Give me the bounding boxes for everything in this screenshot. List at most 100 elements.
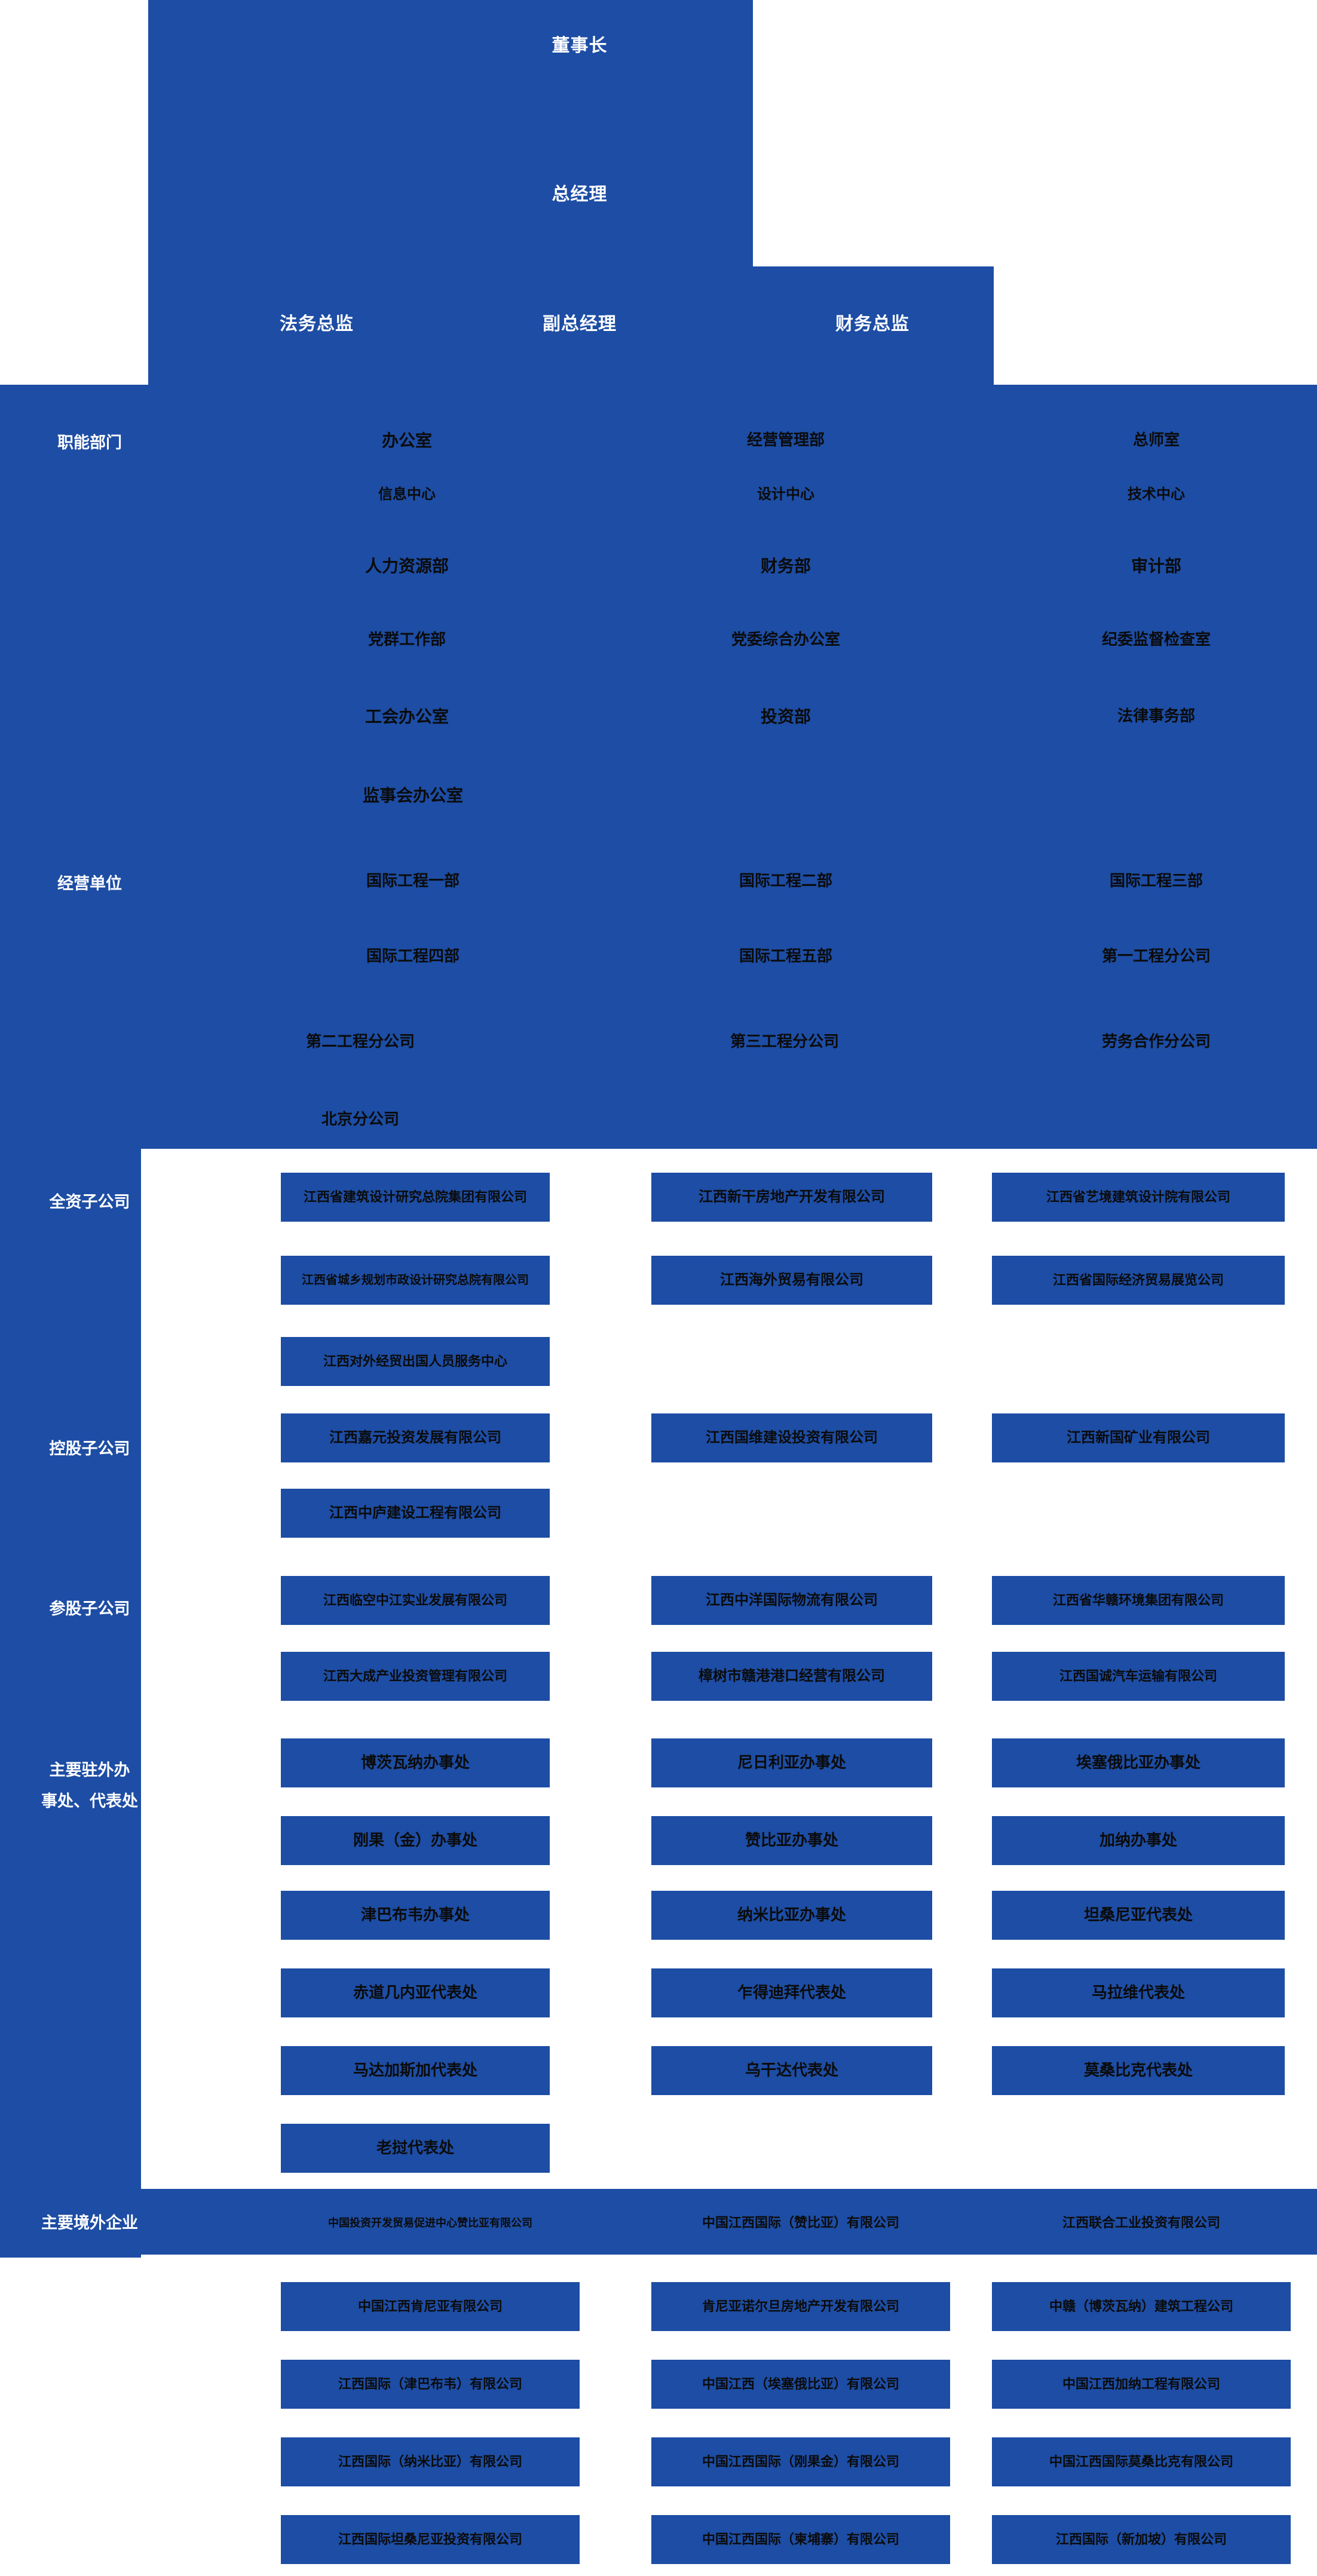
exec-general-manager[interactable]: 总经理 <box>552 185 608 204</box>
node-department[interactable]: 党委综合办公室 <box>687 628 884 651</box>
node-label: 江西国际（纳米比亚）有限公司 <box>338 2454 522 2470</box>
node-overseas-enterprise[interactable]: 江西国际（纳米比亚）有限公司 <box>281 2437 580 2486</box>
node-label: 江西国维建设投资有限公司 <box>706 1430 878 1446</box>
node-subsidiary[interactable]: 江西省艺境建筑设计院有限公司 <box>992 1173 1285 1222</box>
exec-legal-director[interactable]: 法务总监 <box>280 314 354 334</box>
node-participating-subsidiary[interactable]: 江西临空中江实业发展有限公司 <box>281 1576 550 1625</box>
node-department[interactable]: 办公室 <box>326 429 488 453</box>
node-overseas-enterprise[interactable]: 中国投资开发贸易促进中心赞比亚有限公司 <box>281 2204 580 2241</box>
node-overseas-office[interactable]: 博茨瓦纳办事处 <box>281 1738 550 1787</box>
node-controlled-subsidiary[interactable]: 江西中庐建设工程有限公司 <box>281 1489 550 1538</box>
node-overseas-enterprise[interactable]: 中国江西（埃塞俄比亚）有限公司 <box>651 2360 950 2409</box>
node-controlled-subsidiary[interactable]: 江西嘉元投资发展有限公司 <box>281 1413 550 1462</box>
node-label: 国际工程四部 <box>366 947 460 965</box>
node-participating-subsidiary[interactable]: 江西国诚汽车运输有限公司 <box>992 1652 1285 1701</box>
node-participating-subsidiary[interactable]: 江西中洋国际物流有限公司 <box>651 1576 932 1625</box>
node-controlled-subsidiary[interactable]: 江西国维建设投资有限公司 <box>651 1413 932 1462</box>
node-label: 北京分公司 <box>321 1110 399 1128</box>
node-overseas-office[interactable]: 赤道几内亚代表处 <box>281 1968 550 2017</box>
node-overseas-enterprise[interactable]: 江西国际坦桑尼亚投资有限公司 <box>281 2515 580 2564</box>
node-subsidiary[interactable]: 江西海外贸易有限公司 <box>651 1256 932 1305</box>
node-subsidiary[interactable]: 江西对外经贸出国人员服务中心 <box>281 1337 550 1386</box>
node-business-unit[interactable]: 第一工程分公司 <box>1070 945 1243 968</box>
exec-chairman[interactable]: 董事长 <box>552 36 608 56</box>
node-department[interactable]: 党群工作部 <box>326 628 488 651</box>
node-label: 法律事务部 <box>1117 707 1195 725</box>
node-overseas-enterprise[interactable]: 中国江西国际莫桑比克有限公司 <box>992 2437 1291 2486</box>
node-label: 尼日利亚办事处 <box>737 1753 846 1772</box>
node-department[interactable]: 纪委监督检查室 <box>1058 628 1255 651</box>
node-overseas-office[interactable]: 埃塞俄比亚办事处 <box>992 1738 1285 1787</box>
node-label: 江西中庐建设工程有限公司 <box>329 1505 501 1522</box>
node-business-unit[interactable]: 国际工程四部 <box>326 945 500 968</box>
node-department[interactable]: 技术中心 <box>1070 484 1243 505</box>
node-department[interactable]: 工会办公室 <box>326 705 488 729</box>
node-overseas-enterprise[interactable]: 中国江西国际（赞比亚）有限公司 <box>651 2204 950 2241</box>
node-department[interactable]: 监事会办公室 <box>326 784 500 808</box>
node-overseas-enterprise[interactable]: 中赣（博茨瓦纳）建筑工程公司 <box>992 2282 1291 2331</box>
node-department[interactable]: 审计部 <box>1070 554 1243 578</box>
node-overseas-enterprise[interactable]: 江西联合工业投资有限公司 <box>992 2204 1291 2241</box>
node-business-unit[interactable]: 国际工程二部 <box>699 870 872 893</box>
node-overseas-office[interactable]: 马拉维代表处 <box>992 1968 1285 2017</box>
panel-exec-band <box>148 266 994 385</box>
node-overseas-office[interactable]: 坦桑尼亚代表处 <box>992 1891 1285 1940</box>
node-label: 江西大成产业投资管理有限公司 <box>323 1669 507 1684</box>
exec-deputy-general-manager[interactable]: 副总经理 <box>543 314 617 334</box>
node-label: 马拉维代表处 <box>1091 1983 1185 2002</box>
node-label: 江西国诚汽车运输有限公司 <box>1059 1669 1217 1684</box>
node-subsidiary[interactable]: 江西省建筑设计研究总院集团有限公司 <box>281 1173 550 1222</box>
node-overseas-office[interactable]: 纳米比亚办事处 <box>651 1891 932 1940</box>
node-participating-subsidiary[interactable]: 江西省华赣环境集团有限公司 <box>992 1576 1285 1625</box>
node-label: 劳务合作分公司 <box>1101 1032 1211 1051</box>
node-overseas-office[interactable]: 尼日利亚办事处 <box>651 1738 932 1787</box>
node-overseas-office[interactable]: 赞比亚办事处 <box>651 1816 932 1865</box>
node-business-unit[interactable]: 国际工程五部 <box>699 945 872 968</box>
node-overseas-enterprise[interactable]: 中国江西国际（柬埔寨）有限公司 <box>651 2515 950 2564</box>
exec-finance-director[interactable]: 财务总监 <box>835 314 909 334</box>
node-label: 中国江西肯尼亚有限公司 <box>357 2299 503 2314</box>
node-label: 津巴布韦办事处 <box>360 1906 470 1924</box>
node-label: 财务部 <box>760 556 811 575</box>
node-participating-subsidiary[interactable]: 樟树市赣港港口经营有限公司 <box>651 1652 932 1701</box>
node-business-unit[interactable]: 第三工程分公司 <box>698 1025 871 1059</box>
node-department[interactable]: 经营管理部 <box>699 429 872 452</box>
node-department[interactable]: 总师室 <box>1070 429 1243 452</box>
node-overseas-office[interactable]: 乌干达代表处 <box>651 2046 932 2095</box>
node-subsidiary[interactable]: 江西省城乡规划市政设计研究总院有限公司 <box>281 1256 550 1305</box>
node-overseas-enterprise[interactable]: 江西国际（新加坡）有限公司 <box>992 2515 1291 2564</box>
node-label: 江西联合工业投资有限公司 <box>1062 2215 1220 2231</box>
node-business-unit[interactable]: 第二工程分公司 <box>281 1025 440 1059</box>
node-department[interactable]: 投资部 <box>699 705 872 729</box>
node-department[interactable]: 人力资源部 <box>326 554 488 578</box>
node-business-unit[interactable]: 北京分公司 <box>281 1102 440 1137</box>
node-overseas-office[interactable]: 津巴布韦办事处 <box>281 1891 550 1940</box>
node-label: 马达加斯加代表处 <box>353 2061 477 2080</box>
node-overseas-enterprise[interactable]: 中国江西肯尼亚有限公司 <box>281 2282 580 2331</box>
section-label-business-units: 经营单位 <box>57 875 122 893</box>
node-label: 国际工程三部 <box>1109 872 1203 890</box>
node-overseas-enterprise[interactable]: 肯尼亚诺尔旦房地产开发有限公司 <box>651 2282 950 2331</box>
node-overseas-office[interactable]: 马达加斯加代表处 <box>281 2046 550 2095</box>
node-label: 中国江西（埃塞俄比亚）有限公司 <box>702 2376 899 2392</box>
node-overseas-enterprise[interactable]: 中国江西国际（刚果金）有限公司 <box>651 2437 950 2486</box>
section-label-overseas-enterprises: 主要境外企业 <box>41 2214 138 2232</box>
node-subsidiary[interactable]: 江西新干房地产开发有限公司 <box>651 1173 932 1222</box>
node-department[interactable]: 设计中心 <box>699 484 872 505</box>
node-subsidiary[interactable]: 江西省国际经济贸易展览公司 <box>992 1256 1285 1305</box>
node-overseas-office[interactable]: 加纳办事处 <box>992 1816 1285 1865</box>
node-overseas-office[interactable]: 刚果（金）办事处 <box>281 1816 550 1865</box>
node-business-unit[interactable]: 国际工程一部 <box>326 870 500 893</box>
node-department[interactable]: 信息中心 <box>326 484 488 505</box>
node-business-unit[interactable]: 国际工程三部 <box>1070 870 1243 893</box>
node-overseas-office[interactable]: 老挝代表处 <box>281 2124 550 2173</box>
node-overseas-enterprise[interactable]: 中国江西加纳工程有限公司 <box>992 2360 1291 2409</box>
node-overseas-enterprise[interactable]: 江西国际（津巴布韦）有限公司 <box>281 2360 580 2409</box>
node-department[interactable]: 财务部 <box>699 554 872 578</box>
node-business-unit[interactable]: 劳务合作分公司 <box>1070 1025 1243 1059</box>
node-overseas-office[interactable]: 莫桑比克代表处 <box>992 2046 1285 2095</box>
node-participating-subsidiary[interactable]: 江西大成产业投资管理有限公司 <box>281 1652 550 1701</box>
node-department[interactable]: 法律事务部 <box>1070 705 1243 728</box>
node-overseas-office[interactable]: 乍得迪拜代表处 <box>651 1968 932 2017</box>
node-controlled-subsidiary[interactable]: 江西新国矿业有限公司 <box>992 1413 1285 1462</box>
